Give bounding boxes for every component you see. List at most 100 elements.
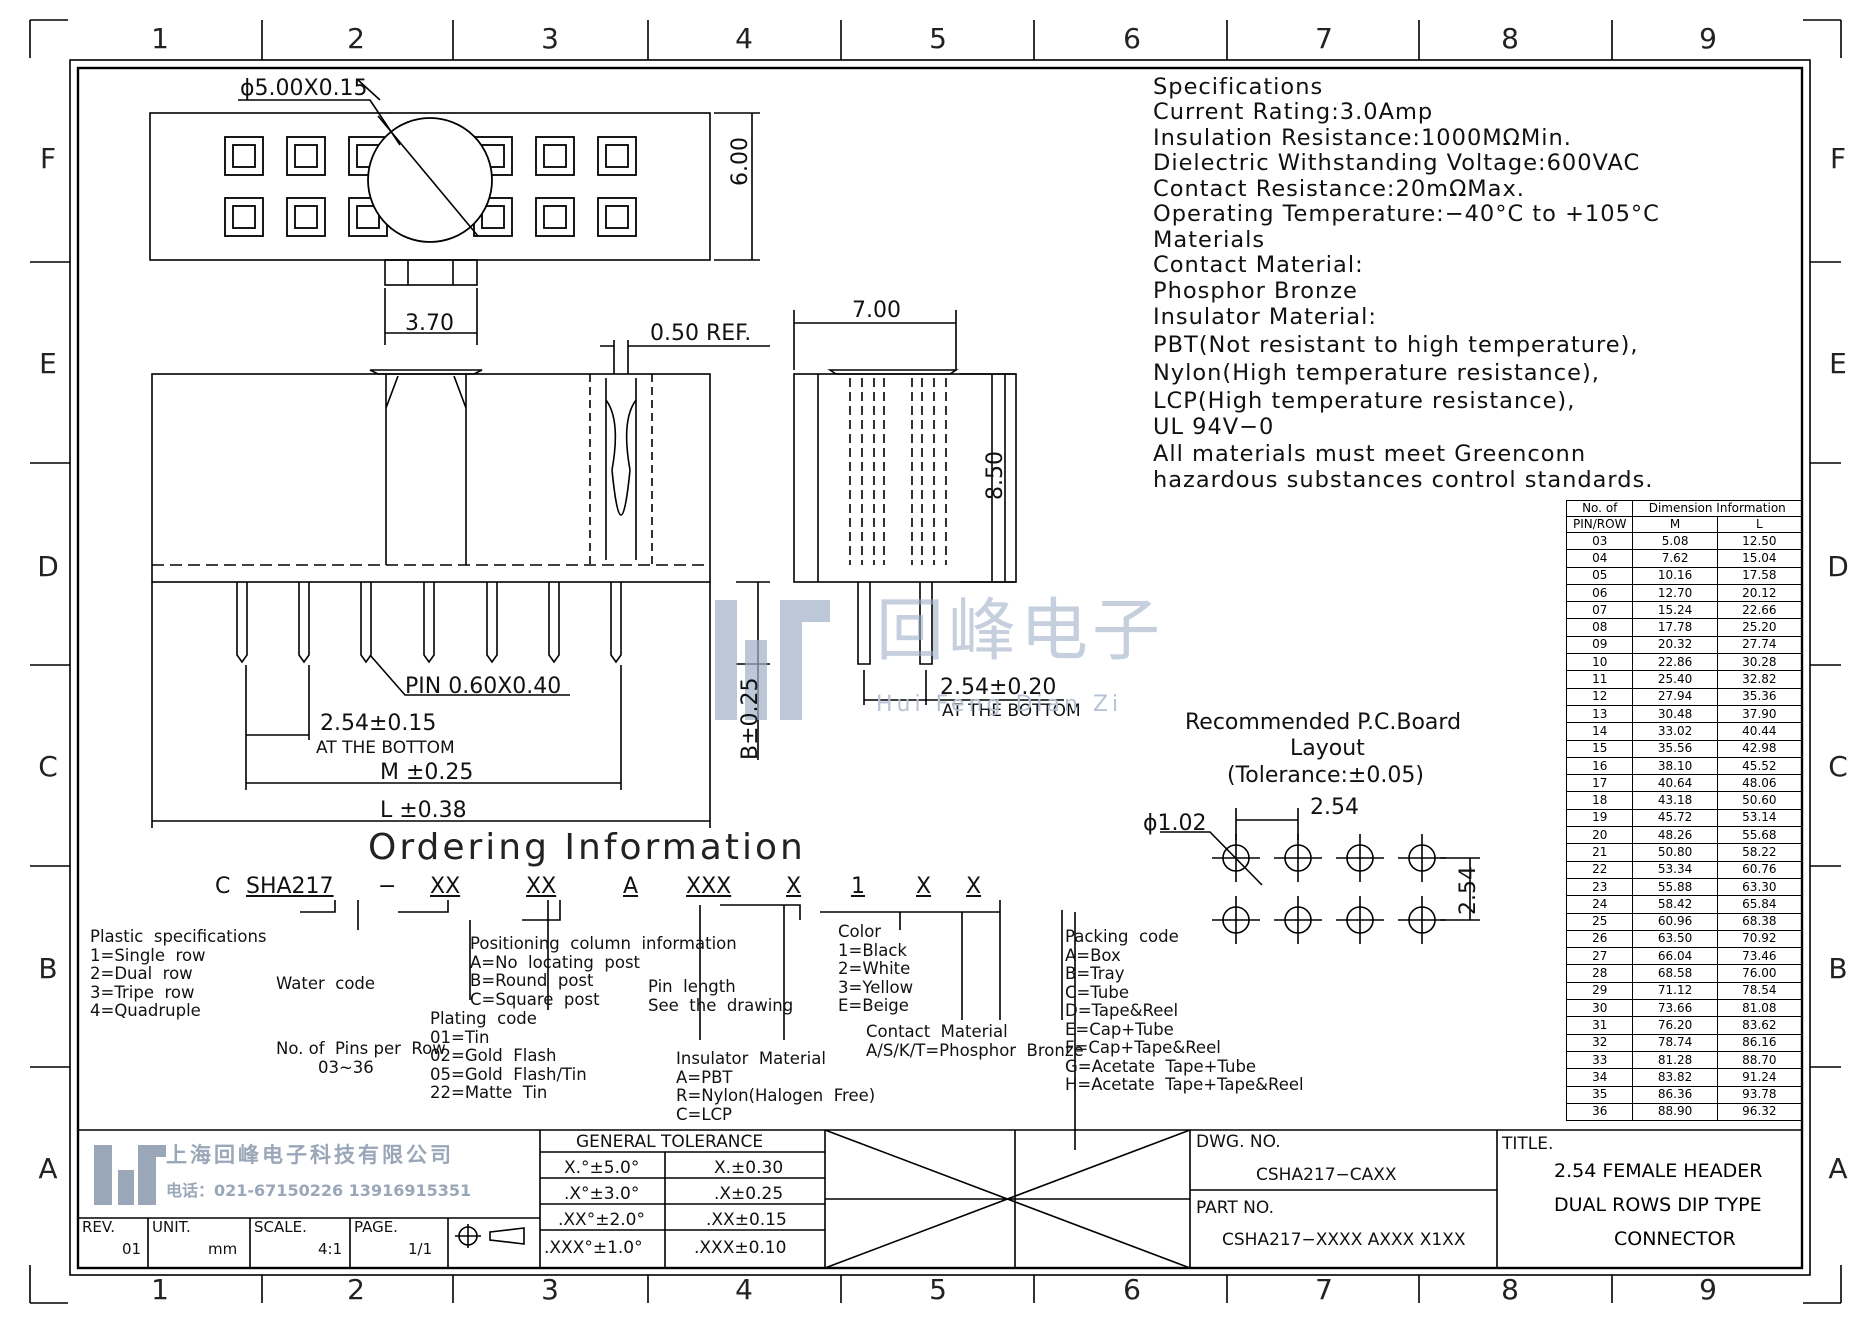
- pins-cell: 16: [1565, 756, 1634, 776]
- m-cell: 17.78: [1632, 618, 1718, 637]
- m-cell: 12.70: [1632, 583, 1718, 603]
- l-cell: 83.62: [1716, 1016, 1803, 1035]
- pins-cell: 21: [1565, 843, 1634, 862]
- insulator-material: Insulator Material A=PBT R=Nylon(Halogen…: [676, 1049, 876, 1124]
- l-cell: 45.52: [1716, 756, 1803, 776]
- pins-cell: 03: [1565, 531, 1634, 551]
- l-cell: 27.74: [1716, 635, 1803, 655]
- front-view-pins: [236, 582, 622, 664]
- pins-cell: 11: [1565, 670, 1634, 689]
- zone-row-d: D: [37, 550, 59, 583]
- l-cell: 55.68: [1716, 826, 1803, 845]
- dim-key-width: 3.70: [405, 311, 454, 336]
- pcb-title: Recommended P.C.Board: [1185, 710, 1462, 735]
- pins-cell: 12: [1565, 687, 1634, 706]
- dim-m: M ±0.25: [380, 760, 474, 785]
- spec-line: Operating Temperature:−40°C to +105°C: [1153, 201, 1660, 227]
- color-code: Color 1=Black 2=White 3=Yellow E=Beige: [838, 922, 914, 1015]
- spec-line: Nylon(High temperature resistance),: [1153, 360, 1600, 386]
- dim-pitch-bottom: 2.54±0.15: [320, 711, 437, 736]
- l-cell: 40.44: [1716, 722, 1803, 741]
- pins-cell: 35: [1565, 1085, 1634, 1104]
- l-cell: 86.16: [1716, 1033, 1803, 1052]
- pin-length: Pin length See the drawing: [648, 977, 794, 1015]
- l-cell: 50.60: [1716, 791, 1803, 810]
- l-cell: 53.14: [1716, 808, 1803, 828]
- zone-row-b: B: [38, 952, 58, 985]
- zone-col-4: 4: [735, 22, 753, 55]
- l-cell: 96.32: [1716, 1102, 1803, 1122]
- l-cell: 20.12: [1716, 583, 1803, 603]
- zone-col-9: 9: [1699, 22, 1717, 55]
- pins-cell: 20: [1565, 826, 1634, 845]
- zone-col-7-bottom: 7: [1315, 1273, 1333, 1306]
- pcb-title-layout: Layout: [1290, 736, 1365, 761]
- spec-line: All materials must meet Greenconn: [1153, 441, 1587, 467]
- l-cell: 76.00: [1716, 964, 1803, 983]
- zone-row-c: C: [38, 750, 58, 783]
- spec-line: Insulator Material:: [1153, 304, 1377, 330]
- m-cell: 15.24: [1632, 601, 1718, 620]
- l-cell: 73.46: [1716, 947, 1803, 966]
- dim-b: B±0.25: [738, 677, 763, 760]
- zone-col-2: 2: [347, 22, 365, 55]
- zone-row-a-right: A: [1828, 1152, 1848, 1185]
- drawing-frame-outer: [69, 59, 1811, 1276]
- zone-col-3-bottom: 3: [541, 1273, 559, 1306]
- pins-cell: 25: [1565, 912, 1634, 931]
- code-xxx: XXX: [686, 874, 732, 899]
- pins-cell: 30: [1565, 999, 1634, 1018]
- m-cell: 83.82: [1632, 1068, 1718, 1087]
- contact-material: Contact Material A/S/K/T=Phosphor Bronze: [866, 1022, 1084, 1060]
- tol-linear-2: .XX±0.15: [706, 1210, 787, 1230]
- m-cell: 66.04: [1632, 947, 1718, 966]
- ordering-title: Ordering Information: [368, 827, 806, 868]
- pins-cell: 14: [1565, 722, 1634, 741]
- l-cell: 63.30: [1716, 877, 1803, 897]
- pins-cell: 08: [1565, 618, 1634, 637]
- pcb-pitch-horizontal: 2.54: [1310, 795, 1359, 820]
- l-cell: 70.92: [1716, 929, 1803, 949]
- zone-col-8: 8: [1501, 22, 1519, 55]
- watermark-pinyin: Hui Feng Dian Zi: [876, 692, 1123, 717]
- zone-col-4-bottom: 4: [735, 1273, 753, 1306]
- pins-cell: 22: [1565, 860, 1634, 879]
- l-cell: 25.20: [1716, 618, 1803, 637]
- m-cell: 63.50: [1632, 929, 1718, 949]
- m-cell: 20.32: [1632, 635, 1718, 655]
- packing-code: Packing code A=Box B=Tray C=Tube D=Tape&…: [1065, 927, 1304, 1094]
- m-cell: 10.16: [1632, 566, 1718, 585]
- l-cell: 22.66: [1716, 601, 1803, 620]
- pins-cell: 27: [1565, 947, 1634, 966]
- spec-line: Contact Resistance:20mΩMax.: [1153, 176, 1525, 202]
- tol-angle-3: .XXX°±1.0°: [544, 1238, 643, 1258]
- scale-value: 4:1: [318, 1240, 343, 1258]
- spec-line: PBT(Not resistant to high temperature),: [1153, 332, 1639, 358]
- m-cell: 78.74: [1632, 1033, 1718, 1052]
- spec-line: Current Rating:3.0Amp: [1153, 99, 1434, 125]
- tol-linear-0: X.±0.30: [714, 1158, 784, 1178]
- pins-cell: 33: [1565, 1050, 1634, 1070]
- code-a: A: [623, 874, 639, 899]
- pick-and-place-circle: [367, 117, 493, 243]
- pins-cell: 13: [1565, 704, 1634, 724]
- dimension-table: No. of Dimension Information PIN/ROW M L…: [1565, 500, 1803, 1122]
- m-cell: 45.72: [1632, 808, 1718, 828]
- watermark-logo: [715, 600, 830, 720]
- zone-col-9-bottom: 9: [1699, 1273, 1717, 1306]
- zone-row-f-right: F: [1829, 142, 1847, 175]
- m-cell: 30.48: [1632, 704, 1718, 724]
- title-line-1: 2.54 FEMALE HEADER: [1554, 1160, 1763, 1182]
- tol-angle-2: .XX°±2.0°: [558, 1210, 645, 1230]
- zone-col-6-bottom: 6: [1123, 1273, 1141, 1306]
- pins-cell: 19: [1565, 808, 1634, 828]
